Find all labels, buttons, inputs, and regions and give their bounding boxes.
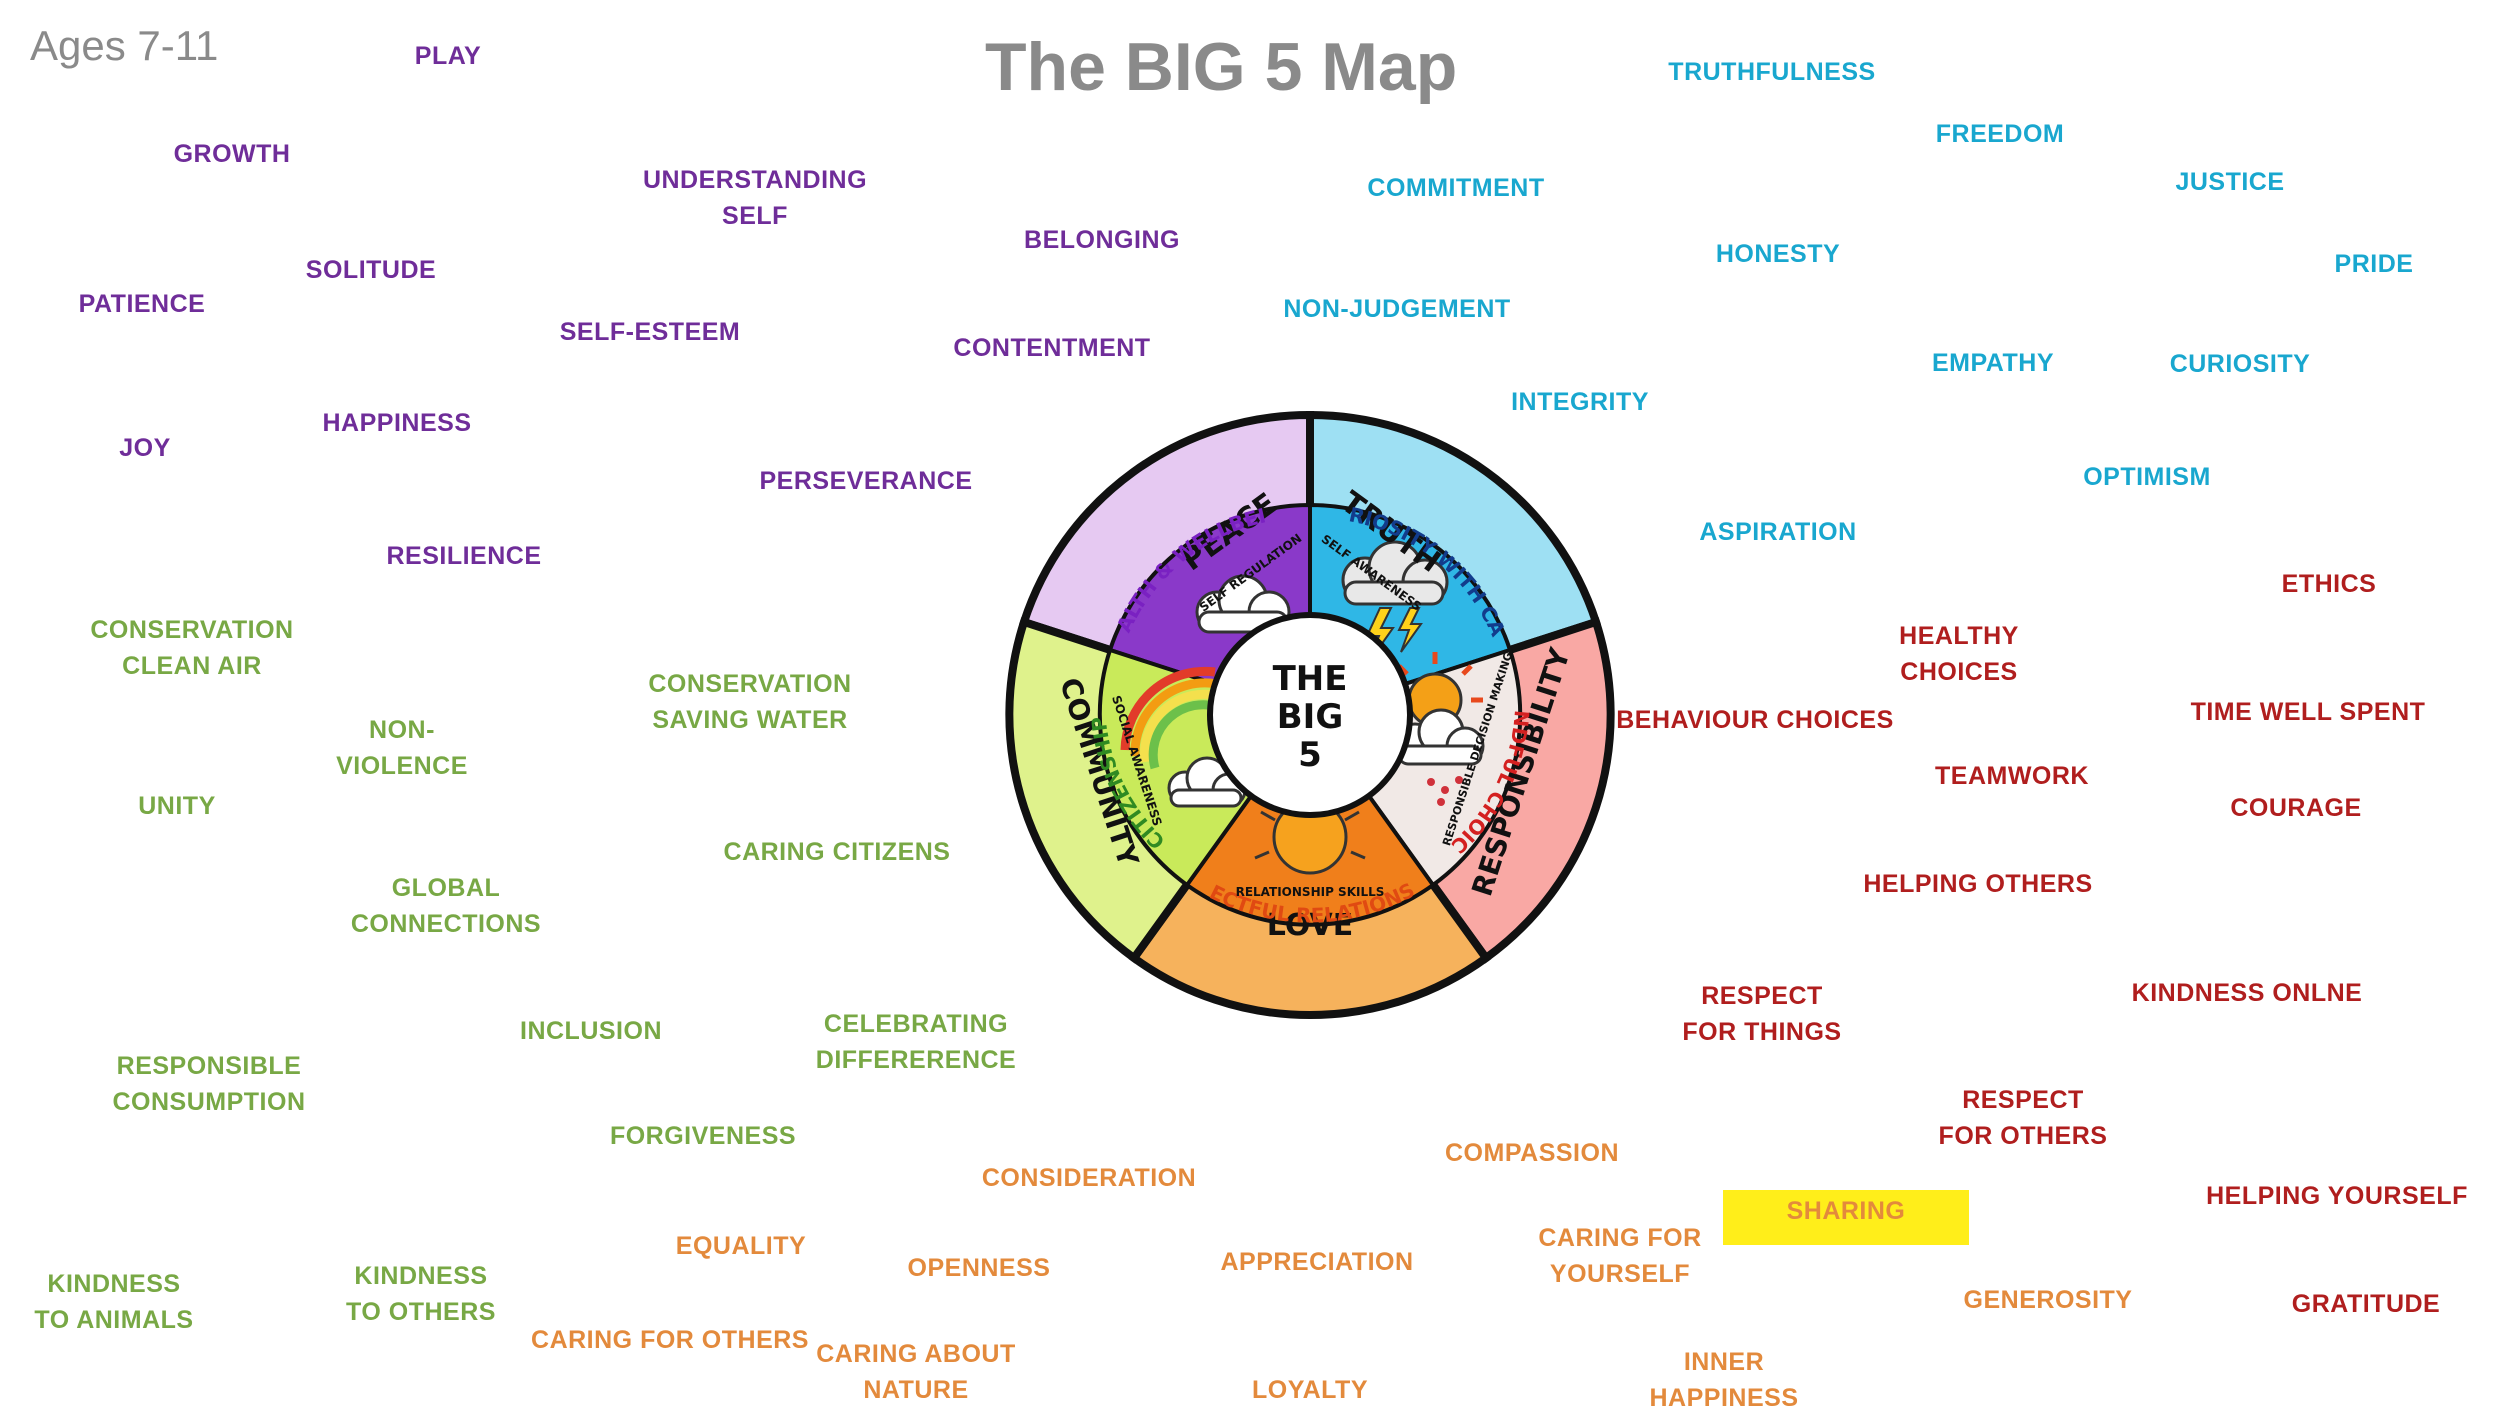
value-word-global-connections: GLOBAL CONNECTIONS bbox=[350, 874, 542, 938]
wheel-center-line-3: 5 bbox=[1298, 735, 1322, 775]
value-word-courage: COURAGE bbox=[2230, 794, 2362, 822]
value-word-patience: PATIENCE bbox=[78, 290, 206, 318]
value-word-compassion: COMPASSION bbox=[1445, 1139, 1619, 1167]
wheel-center-line-1: THE bbox=[1273, 659, 1348, 699]
big-5-wheel-svg: THE BIG 5 PEACE TRUTH RESPONSIBILITY LOV… bbox=[985, 390, 1615, 1019]
value-word-time-well-spent: TIME WELL SPENT bbox=[2190, 698, 2426, 726]
value-word-solitude: SOLITUDE bbox=[305, 256, 437, 284]
value-word-caring-about-nature: CARING ABOUT NATURE bbox=[816, 1340, 1016, 1404]
value-word-teamwork: TEAMWORK bbox=[1935, 762, 2089, 790]
value-word-kindness-online: KINDNESS ONLNE bbox=[2131, 979, 2363, 1007]
value-word-equality: EQUALITY bbox=[675, 1232, 807, 1260]
value-word-caring-for-yourself: CARING FOR YOURSELF bbox=[1538, 1224, 1702, 1288]
rain-drops-icon bbox=[1427, 776, 1463, 806]
value-word-commitment: COMMITMENT bbox=[1367, 174, 1545, 202]
truth-storm-cloud-icon bbox=[1341, 540, 1449, 606]
love-label: LOVE bbox=[1267, 908, 1353, 943]
rainbow-icon bbox=[1120, 666, 1223, 770]
value-word-helping-yourself: HELPING YOURSELF bbox=[2206, 1182, 2468, 1210]
value-word-growth: GROWTH bbox=[173, 140, 291, 168]
age-range-label: Ages 7-11 bbox=[30, 22, 219, 69]
love-inner-subtitle: RELATIONSHIP SKILLS bbox=[1236, 885, 1385, 899]
value-word-understanding-self: UNDERSTANDING SELF bbox=[642, 166, 868, 230]
value-word-gratitude: GRATITUDE bbox=[2291, 1290, 2441, 1318]
value-word-ethics: ETHICS bbox=[2281, 570, 2377, 598]
value-word-pride: PRIDE bbox=[2334, 250, 2414, 278]
peace-cloud-icon bbox=[1195, 574, 1291, 634]
value-word-self-esteem: SELF-ESTEEM bbox=[559, 318, 741, 346]
value-word-openness: OPENNESS bbox=[907, 1254, 1051, 1282]
value-word-behaviour-choices: BEHAVIOUR CHOICES bbox=[1616, 706, 1894, 734]
community-cloud-icon bbox=[1167, 756, 1247, 808]
value-word-perseverance: PERSEVERANCE bbox=[759, 467, 973, 495]
value-word-inclusion: INCLUSION bbox=[520, 1017, 662, 1045]
value-word-contentment: CONTENTMENT bbox=[953, 334, 1151, 362]
value-word-conservation-saving-water: CONSERVATION SAVING WATER bbox=[648, 670, 852, 734]
value-word-justice: JUSTICE bbox=[2175, 168, 2285, 196]
value-word-conservation-clean-air: CONSERVATION CLEAN AIR bbox=[90, 616, 294, 680]
value-word-inner-happiness: INNER HAPPINESS bbox=[1649, 1348, 1799, 1412]
value-word-empathy: EMPATHY bbox=[1931, 349, 2055, 377]
value-word-consideration: CONSIDERATION bbox=[981, 1164, 1197, 1192]
value-word-truthfulness: TRUTHFULNESS bbox=[1668, 58, 1876, 86]
value-word-kindness-to-others: KINDNESS TO OTHERS bbox=[346, 1262, 496, 1326]
wheel-center-line-2: BIG bbox=[1277, 697, 1343, 737]
value-word-loyalty: LOYALTY bbox=[1251, 1376, 1369, 1404]
value-word-aspiration: ASPIRATION bbox=[1699, 518, 1857, 546]
value-word-healthy-choices: HEALTHY CHOICES bbox=[1899, 622, 2019, 686]
value-word-happiness: HAPPINESS bbox=[322, 409, 472, 437]
value-word-non-judgement: NON-JUDGEMENT bbox=[1283, 295, 1511, 323]
value-word-kindness-to-animals: KINDNESS TO ANIMALS bbox=[34, 1270, 194, 1334]
page-title: The BIG 5 Map bbox=[985, 29, 1458, 105]
value-word-optimism: OPTIMISM bbox=[2083, 463, 2211, 491]
value-word-caring-citizens: CARING CITIZENS bbox=[723, 838, 951, 866]
value-word-forgiveness: FORGIVENESS bbox=[609, 1122, 797, 1150]
wheel-center-circle bbox=[1207, 612, 1413, 818]
value-word-resilience: RESILIENCE bbox=[386, 542, 542, 570]
value-word-honesty: HONESTY bbox=[1715, 240, 1841, 268]
value-word-freedom: FREEDOM bbox=[1935, 120, 2065, 148]
value-word-appreciation: APPRECIATION bbox=[1220, 1248, 1414, 1276]
value-word-sharing-highlighted: SHARING bbox=[1723, 1190, 1969, 1245]
value-word-respect-for-things: RESPECT FOR THINGS bbox=[1682, 982, 1842, 1046]
value-word-non-violence: NON- VIOLENCE bbox=[336, 716, 468, 780]
value-word-belonging: BELONGING bbox=[1024, 226, 1180, 254]
value-word-responsible-consumption: RESPONSIBLE CONSUMPTION bbox=[112, 1052, 306, 1116]
value-word-curiosity: CURIOSITY bbox=[2169, 350, 2311, 378]
value-word-play: PLAY bbox=[414, 42, 482, 70]
value-word-joy: JOY bbox=[119, 434, 171, 462]
value-word-respect-for-others: RESPECT FOR OTHERS bbox=[1938, 1086, 2108, 1150]
value-word-generosity: GENEROSITY bbox=[1963, 1286, 2133, 1314]
value-word-helping-others: HELPING OTHERS bbox=[1863, 870, 2093, 898]
value-word-unity: UNITY bbox=[138, 792, 216, 820]
big-5-wheel: THE BIG 5 PEACE TRUTH RESPONSIBILITY LOV… bbox=[985, 390, 1635, 1040]
value-word-caring-for-others: CARING FOR OTHERS bbox=[531, 1326, 809, 1354]
value-word-celebrating-difference: CELEBRATING DIFFERERENCE bbox=[815, 1010, 1017, 1074]
value-word-integrity: INTEGRITY bbox=[1511, 388, 1649, 416]
